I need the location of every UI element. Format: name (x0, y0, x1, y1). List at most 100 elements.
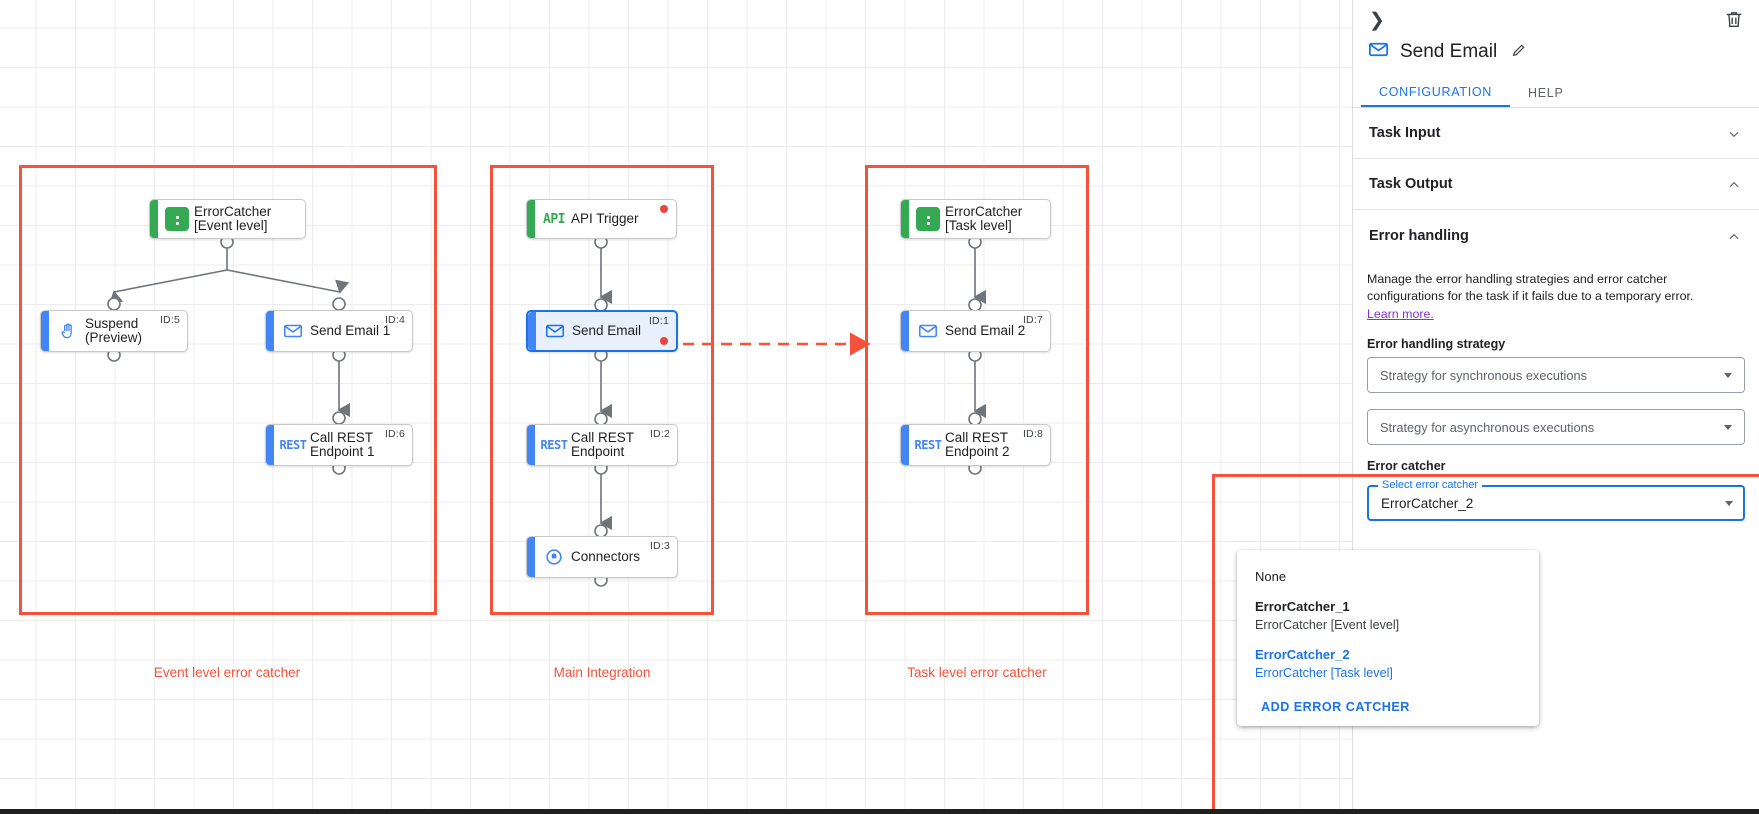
section-task-output[interactable]: Task Output (1353, 159, 1759, 210)
node-call-rest-endpoint-1[interactable]: REST Call REST Endpoint 1 ID:6 (265, 424, 413, 466)
chevron-down-icon (1724, 424, 1732, 430)
node-label: Send Email 1 (310, 323, 391, 338)
group-label-main: Main Integration (553, 665, 651, 680)
add-error-catcher-button[interactable]: ADD ERROR CATCHER (1261, 700, 1410, 714)
dropdown-option-none[interactable]: None (1237, 562, 1539, 592)
node-label: ErrorCatcher [Event level] (194, 204, 272, 233)
node-accent-bar (901, 425, 909, 465)
error-indicator-dot (660, 205, 668, 213)
envelope-icon (911, 311, 945, 351)
dropdown-option-errorcatcher-1[interactable]: ErrorCatcher_1 ErrorCatcher [Event level… (1237, 592, 1539, 640)
panel-title-row: Send Email (1367, 38, 1527, 66)
dropdown-option-errorcatcher-2[interactable]: ErrorCatcher_2 ErrorCatcher [Task level] (1237, 640, 1539, 688)
sync-strategy-select[interactable]: Strategy for synchronous executions (1367, 357, 1745, 393)
option-secondary: ErrorCatcher [Event level] (1255, 618, 1400, 632)
group-box-main (490, 165, 714, 615)
node-label: Call REST Endpoint 2 (945, 430, 1010, 459)
select-error-catcher-value: ErrorCatcher_2 (1381, 495, 1474, 511)
pencil-icon[interactable] (1511, 42, 1527, 63)
node-id: ID:3 (649, 540, 670, 552)
node-call-rest-endpoint-2[interactable]: REST Call REST Endpoint 2 ID:8 (900, 424, 1051, 466)
error-catcher-icon (160, 200, 194, 238)
node-label: Send Email (572, 323, 642, 338)
envelope-icon (276, 311, 310, 351)
chevron-up-icon (1727, 178, 1739, 190)
error-handling-body: Manage the error handling strategies and… (1353, 261, 1759, 521)
panel-tabs: CONFIGURATION HELP (1353, 78, 1759, 108)
chevron-down-icon (1725, 500, 1733, 506)
node-accent-bar (266, 311, 274, 351)
node-label: ErrorCatcher [Task level] (945, 204, 1023, 233)
option-primary: ErrorCatcher_2 (1255, 647, 1350, 662)
connectors-icon (537, 537, 571, 577)
trash-icon[interactable] (1723, 8, 1747, 32)
rest-icon: REST (540, 438, 568, 452)
node-send-email-2[interactable]: Send Email 2 ID:7 (900, 310, 1051, 352)
chevron-down-icon (1727, 127, 1739, 139)
select-error-catcher-field[interactable]: Select error catcher ErrorCatcher_2 (1367, 479, 1745, 521)
chevron-down-icon (1724, 372, 1732, 378)
node-send-email[interactable]: Send Email ID:1 (526, 310, 678, 352)
node-errorcatcher-event-level[interactable]: ErrorCatcher [Event level] (149, 199, 306, 239)
error-catcher-label: Error catcher (1367, 459, 1446, 473)
node-accent-bar (527, 537, 535, 577)
group-box-event-level (19, 165, 437, 615)
async-strategy-select[interactable]: Strategy for asynchronous executions (1367, 409, 1745, 445)
node-accent-bar (901, 200, 909, 238)
node-id: ID:5 (159, 314, 180, 326)
panel-header: ❯ Send Email (1353, 0, 1759, 78)
node-id: ID:2 (649, 428, 670, 440)
node-id: ID:1 (648, 315, 669, 327)
group-box-task-level (865, 165, 1089, 615)
node-id: ID:4 (384, 314, 405, 326)
sync-strategy-value: Strategy for synchronous executions (1380, 367, 1587, 383)
group-label-task-level: Task level error catcher (907, 665, 1047, 680)
group-label-event-level: Event level error catcher (153, 665, 301, 680)
node-accent-bar (266, 425, 274, 465)
error-handling-description: Manage the error handling strategies and… (1367, 272, 1694, 303)
hand-icon (51, 311, 85, 351)
option-primary: None (1255, 569, 1287, 584)
section-task-input[interactable]: Task Input (1353, 108, 1759, 159)
node-id: ID:6 (384, 428, 405, 440)
node-api-trigger[interactable]: API API Trigger (526, 199, 677, 239)
tab-configuration[interactable]: CONFIGURATION (1361, 78, 1511, 107)
node-id: ID:7 (1022, 314, 1043, 326)
option-secondary: ErrorCatcher [Task level] (1255, 666, 1393, 680)
chevron-right-icon[interactable]: ❯ (1369, 9, 1385, 31)
node-label: Call REST Endpoint (571, 430, 635, 459)
select-error-catcher-legend: Select error catcher (1378, 479, 1482, 491)
node-label: Send Email 2 (945, 323, 1026, 338)
error-indicator-dot (660, 337, 668, 345)
chevron-up-icon (1727, 230, 1739, 242)
node-send-email-1[interactable]: Send Email 1 ID:4 (265, 310, 413, 352)
node-label: Call REST Endpoint 1 (310, 430, 375, 459)
node-call-rest-endpoint[interactable]: REST Call REST Endpoint ID:2 (526, 424, 678, 466)
error-handling-strategy-label: Error handling strategy (1367, 337, 1506, 351)
node-id: ID:8 (1022, 428, 1043, 440)
section-title: Task Input (1369, 125, 1441, 141)
node-accent-bar (527, 425, 535, 465)
node-suspend[interactable]: Suspend (Preview) ID:5 (40, 310, 188, 352)
node-accent-bar (527, 200, 535, 238)
error-catcher-icon (911, 200, 945, 238)
learn-more-link[interactable]: Learn more. (1367, 307, 1434, 321)
section-title: Error handling (1369, 227, 1469, 244)
envelope-icon (538, 312, 572, 350)
node-errorcatcher-task-level[interactable]: ErrorCatcher [Task level] (900, 199, 1051, 239)
option-primary: ErrorCatcher_1 (1255, 599, 1350, 614)
rest-icon: REST (914, 438, 942, 452)
section-title: Task Output (1369, 176, 1453, 192)
node-connectors[interactable]: Connectors ID:3 (526, 536, 678, 578)
section-error-handling[interactable]: Error handling (1353, 210, 1759, 261)
integration-canvas[interactable]: Event level error catcher Main Integrati… (0, 0, 1352, 814)
node-accent-bar (150, 200, 158, 238)
node-accent-bar (41, 311, 49, 351)
tab-help[interactable]: HELP (1528, 85, 1564, 100)
rest-icon: REST (279, 438, 307, 452)
error-catcher-dropdown[interactable]: None ErrorCatcher_1 ErrorCatcher [Event … (1237, 550, 1539, 726)
node-label: Connectors (571, 549, 641, 564)
node-label: API Trigger (571, 211, 639, 226)
bottom-bar (0, 809, 1759, 814)
node-label: Suspend (Preview) (85, 316, 143, 345)
